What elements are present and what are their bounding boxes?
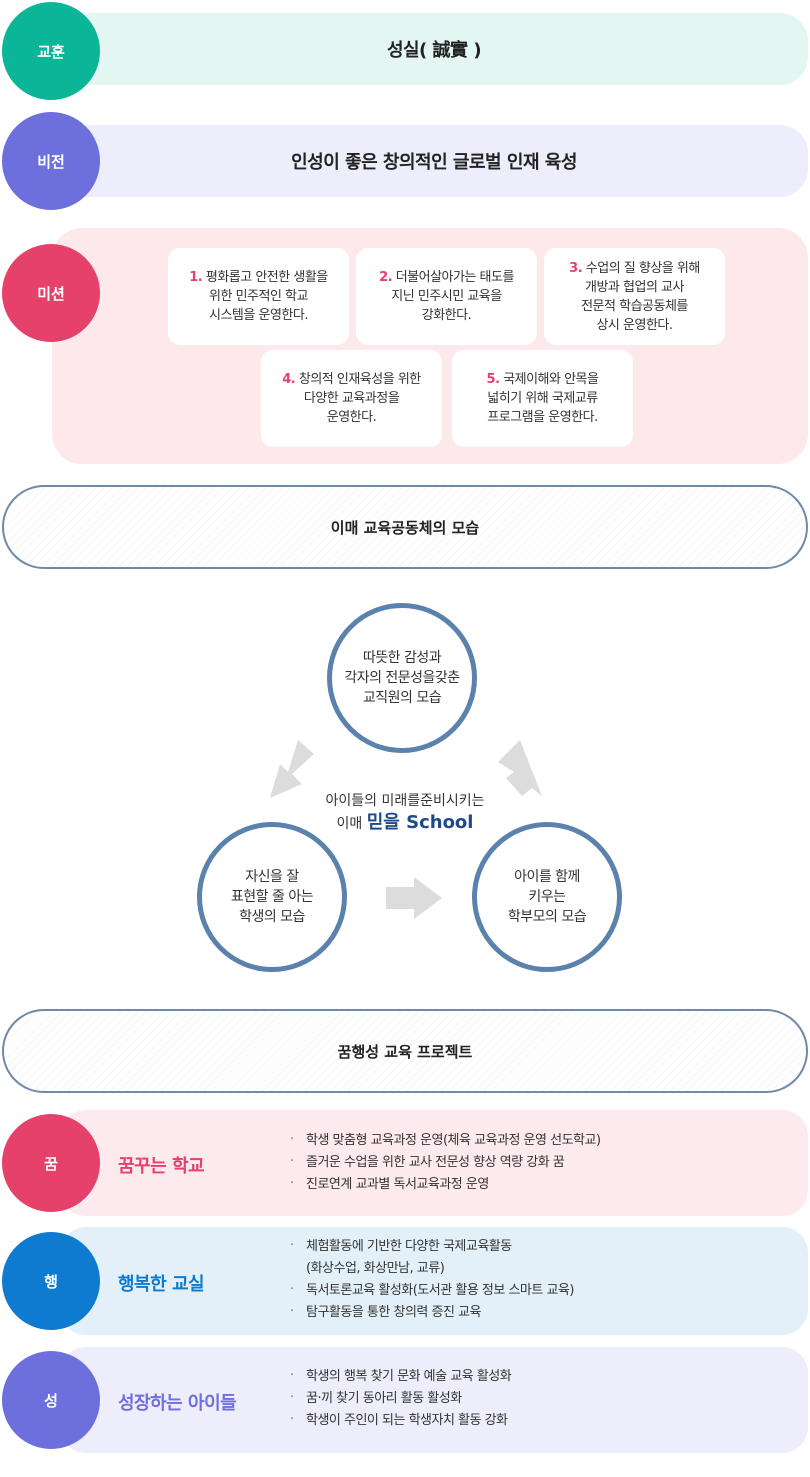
list-item: 체험활동에 기반한 다양한 국제교육활동 (화상수업, 화상만남, 교류) <box>290 1235 574 1280</box>
grow-title: 성장하는 아이들 <box>118 1393 237 1414</box>
mission-item-num: 2. <box>379 270 393 285</box>
list-item: 학생 맞춤형 교육과정 운영(체육 교육과정 운영 선도학교) <box>290 1129 601 1152</box>
mission-item-3: 3. 수업의 질 향상을 위해 개방과 협업의 교사 전문적 학습공동체를 상시… <box>544 248 725 345</box>
mission-item-1: 1. 평화롭고 안전한 생활을 위한 민주적인 학교 시스템을 운영한다. <box>168 248 349 345</box>
parent-circle: 아이를 함께 키우는 학부모의 모습 <box>472 822 622 972</box>
mission-item-num: 5. <box>486 372 500 387</box>
grow-badge: 성 <box>2 1351 100 1449</box>
dream-title: 꿈꾸는 학교 <box>118 1156 205 1177</box>
mission-item-5: 5. 국제이해와 안목을 넓히기 위해 국제교류 프로그램을 운영한다. <box>452 350 633 447</box>
project-heading: 꿈행성 교육 프로젝트 <box>2 1009 808 1093</box>
happy-list: 체험활동에 기반한 다양한 국제교육활동 (화상수업, 화상만남, 교류) 독서… <box>290 1235 574 1324</box>
center-prefix: 이매 <box>336 816 367 832</box>
student-circle: 자신을 잘 표현할 줄 아는 학생의 모습 <box>197 822 347 972</box>
list-item: 학생의 행복 찾기 문화 예술 교육 활성화 <box>290 1365 512 1388</box>
vision-label: 비전 <box>37 152 65 171</box>
teacher-circle: 따뜻한 감성과 각자의 전문성을갖춘 교직원의 모습 <box>327 603 477 753</box>
vision-text: 인성이 좋은 창의적인 글로벌 인재 육성 <box>291 152 577 173</box>
mission-item-num: 1. <box>189 270 203 285</box>
student-text: 자신을 잘 표현할 줄 아는 학생의 모습 <box>230 869 314 925</box>
motto-text: 성실( 誠實 ) <box>386 40 482 61</box>
happy-badge-label: 행 <box>44 1272 58 1291</box>
happy-badge: 행 <box>2 1232 100 1330</box>
arrow-down-left-icon <box>270 740 314 798</box>
teacher-text: 따뜻한 감성과 각자의 전문성을갖춘 교직원의 모습 <box>344 650 460 706</box>
mission-item-text: 평화롭고 안전한 생활을 위한 민주적인 학교 시스템을 운영한다. <box>205 270 328 323</box>
center-brand: 믿을 School <box>366 812 474 833</box>
happy-title: 행복한 교실 <box>118 1274 205 1295</box>
grow-badge-label: 성 <box>44 1391 58 1410</box>
parent-text: 아이를 함께 키우는 학부모의 모습 <box>507 869 587 925</box>
mission-item-text: 더불어살아가는 태도를 지닌 민주시민 교육을 강화한다. <box>391 270 514 323</box>
community-center-text: 아이들의 미래를준비시키는 이매 믿을 School <box>290 790 520 835</box>
list-item: 꿈·끼 찾기 동아리 활동 활성화 <box>290 1387 511 1410</box>
mission-item-text: 창의적 인재육성을 위한 다양한 교육과정을 운영한다. <box>298 372 421 425</box>
vision-bar: 인성이 좋은 창의적인 글로벌 인재 육성 <box>60 125 808 197</box>
mission-item-text: 국제이해와 안목을 넓히기 위해 국제교류 프로그램을 운영한다. <box>487 372 599 425</box>
project-heading-text: 꿈행성 교육 프로젝트 <box>337 1042 473 1061</box>
dream-badge-label: 꿈 <box>44 1154 58 1173</box>
list-item: 학생이 주인이 되는 학생자치 활동 강화 <box>290 1409 511 1432</box>
community-heading-text: 이매 교육공동체의 모습 <box>330 518 480 537</box>
motto-badge: 교훈 <box>2 2 100 100</box>
mission-item-num: 4. <box>282 372 296 387</box>
mission-item-num: 3. <box>569 260 583 276</box>
list-item: 독서토론교육 활성화(도서관 활용 정보 스마트 교육) <box>290 1279 574 1302</box>
grow-list: 학생의 행복 찾기 문화 예술 교육 활성화 꿈·끼 찾기 동아리 활동 활성화… <box>290 1365 512 1432</box>
motto-bar: 성실( 誠實 ) <box>60 13 808 85</box>
mission-item-2: 2. 더불어살아가는 태도를 지닌 민주시민 교육을 강화한다. <box>356 248 537 345</box>
dream-list: 학생 맞춤형 교육과정 운영(체육 교육과정 운영 선도학교) 즐거운 수업을 … <box>290 1129 601 1196</box>
center-line1: 아이들의 미래를준비시키는 <box>325 793 485 809</box>
list-item: 탐구활동을 통한 창의력 증진 교육 <box>290 1301 574 1324</box>
mission-label: 미션 <box>37 284 65 303</box>
motto-label: 교훈 <box>37 42 65 61</box>
arrow-right-icon <box>386 877 442 919</box>
mission-item-4: 4. 창의적 인재육성을 위한 다양한 교육과정을 운영한다. <box>261 350 442 447</box>
mission-badge: 미션 <box>2 244 100 342</box>
list-item: 진로연계 교과별 독서교육과정 운영 <box>290 1173 601 1196</box>
community-heading: 이매 교육공동체의 모습 <box>2 485 808 569</box>
dream-badge: 꿈 <box>2 1114 100 1212</box>
vision-badge: 비전 <box>2 112 100 210</box>
mission-item-text: 수업의 질 향상을 위해 개방과 협업의 교사 전문적 학습공동체를 상시 운영… <box>581 260 700 333</box>
list-item: 즐거운 수업을 위한 교사 전문성 향상 역량 강화 꿈 <box>290 1151 601 1174</box>
arrow-up-right-icon <box>498 740 542 796</box>
